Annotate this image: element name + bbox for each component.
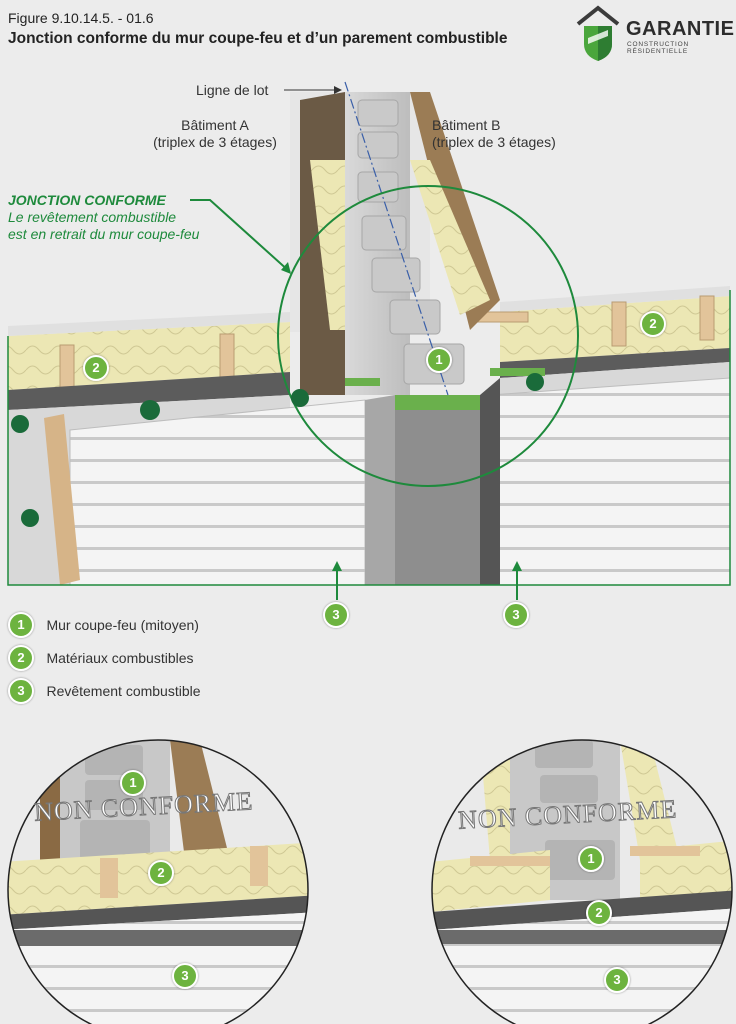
building-b-desc: (triplex de 3 étages) — [432, 134, 556, 150]
junction-callout: JONCTION CONFORME Le revêtement combusti… — [8, 192, 199, 243]
legend-item-3: 3 Revêtement combustible — [8, 678, 201, 704]
marker-2-right: 2 — [640, 311, 666, 337]
marker-1-main: 1 — [426, 347, 452, 373]
legend-text-3: Revêtement combustible — [46, 683, 201, 699]
legend-text-1: Mur coupe-feu (mitoyen) — [46, 617, 199, 633]
house-shield-icon — [576, 5, 620, 61]
figure-number: Figure 9.10.14.5. - 01.6 — [8, 10, 154, 26]
legend-item-2: 2 Matériaux combustibles — [8, 645, 194, 671]
logo-name: GARANTIE — [626, 18, 735, 40]
marker-2-left: 2 — [83, 355, 109, 381]
figure-title: Jonction conforme du mur coupe-feu et d’… — [8, 30, 508, 47]
legend-text-2: Matériaux combustibles — [46, 650, 194, 666]
junction-line-2: est en retrait du mur coupe-feu — [8, 226, 200, 242]
garantie-logo: GARANTIE CONSTRUCTION RÉSIDENTIELLE — [574, 4, 734, 64]
detail-right-marker-2: 2 — [586, 900, 612, 926]
junction-line-1: Le revêtement combustible — [8, 209, 177, 225]
detail-left-marker-1: 1 — [120, 770, 146, 796]
legend-badge-1: 1 — [8, 612, 34, 638]
legend-item-1: 1 Mur coupe-feu (mitoyen) — [8, 612, 199, 638]
detail-left-marker-3: 3 — [172, 963, 198, 989]
detail-left-marker-2: 2 — [148, 860, 174, 886]
legend-badge-3: 3 — [8, 678, 34, 704]
detail-right-marker-3: 3 — [604, 967, 630, 993]
legend-badge-2: 2 — [8, 645, 34, 671]
marker-3-left: 3 — [323, 602, 349, 628]
logo-subtitle: CONSTRUCTION RÉSIDENTIELLE — [627, 41, 689, 55]
building-b-label: Bâtiment B (triplex de 3 étages) — [432, 117, 582, 151]
marker-3-right: 3 — [503, 602, 529, 628]
detail-right-marker-1: 1 — [578, 846, 604, 872]
building-a-desc: (triplex de 3 étages) — [153, 134, 277, 150]
building-a-label: Bâtiment A (triplex de 3 étages) — [140, 117, 290, 151]
lot-line-label: Ligne de lot — [196, 82, 269, 98]
building-b-name: Bâtiment B — [432, 117, 501, 133]
building-a-name: Bâtiment A — [181, 117, 249, 133]
junction-title: JONCTION CONFORME — [8, 192, 166, 208]
